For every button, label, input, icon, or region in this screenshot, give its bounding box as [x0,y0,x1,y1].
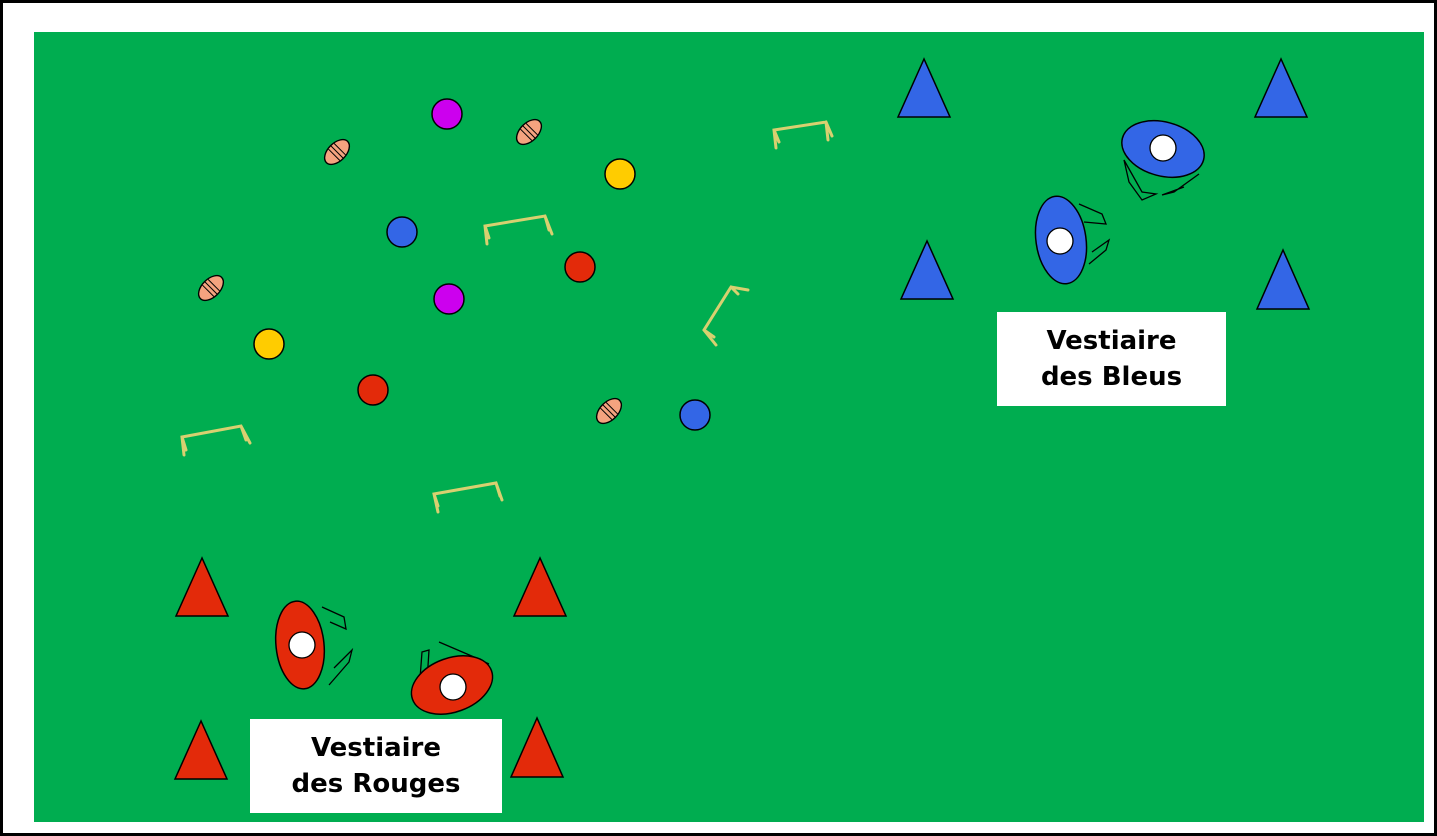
blue-tackle-bag-icon [1121,119,1205,201]
red-locker-room-label: Vestiaire des Rouges [250,719,502,813]
red-cone-icon [509,716,565,778]
training-field: Vestiaire des Bleus Vestiaire des Rouges [34,32,1424,822]
red-cone-icon [174,556,230,617]
rugby-ball-icon [595,397,623,425]
red-cone-icon [512,556,568,617]
blue-disc-icon [679,399,711,431]
red-label-line2: des Rouges [291,769,461,799]
red-disc-icon [357,374,389,406]
yellow-disc-icon [253,328,285,360]
red-tackle-bag-icon [410,641,494,715]
blue-cone-icon [899,239,955,300]
red-zone-cones [173,556,568,780]
mini-hurdles [180,120,834,514]
red-disc-icon [564,251,596,283]
mini-hurdle-icon [702,285,750,347]
blue-zone-cones [896,57,1311,310]
blue-cone-icon [1255,248,1311,310]
blue-tackle-bag-icon [1034,195,1111,285]
mini-hurdle-icon [483,214,554,246]
mini-hurdle-icon [772,120,834,150]
blue-locker-room-label: Vestiaire des Bleus [997,312,1226,406]
mini-hurdle-icon [432,481,504,514]
purple-disc-icon [433,283,465,315]
blue-cone-icon [1253,57,1309,118]
blue-label-line2: des Bleus [1040,362,1183,392]
field-canvas [34,32,1424,822]
rugby-ball-icon [515,118,543,146]
rugby-ball-icon [323,138,351,166]
red-label-line1: Vestiaire [310,733,442,763]
purple-disc-icon [431,98,463,130]
blue-label-line1: Vestiaire [1046,326,1177,356]
marker-discs [253,98,711,431]
mini-hurdle-icon [180,424,252,457]
rugby-balls [197,118,623,425]
blue-cone-icon [896,57,952,118]
red-cone-icon [173,719,229,780]
blue-disc-icon [386,216,418,248]
red-tackle-bag-icon [274,600,354,690]
yellow-disc-icon [604,158,636,190]
rugby-ball-icon [197,274,225,302]
